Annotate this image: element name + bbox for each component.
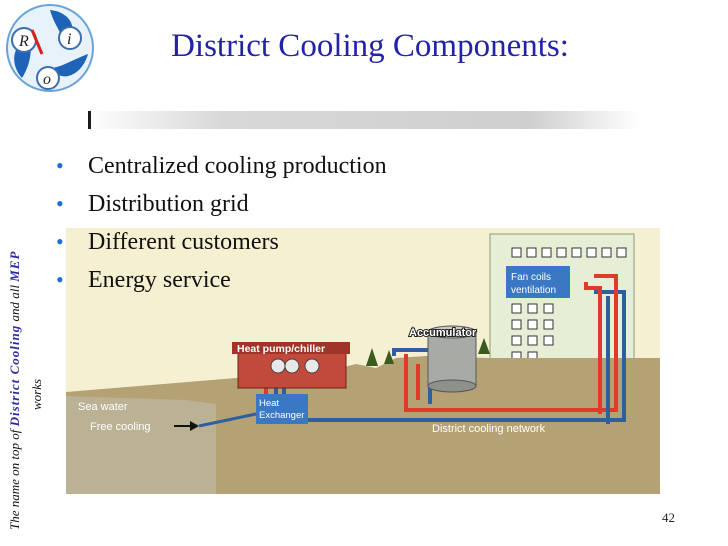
ground	[66, 356, 660, 494]
logo-letter-o: o	[43, 71, 51, 88]
bullet-text: Centralized cooling production	[88, 153, 387, 179]
side-caption: The name on top of District Cooling and …	[4, 130, 48, 530]
logo-letter-i: i	[67, 31, 71, 48]
logo-letter-r: R	[18, 33, 29, 50]
trees	[366, 338, 490, 366]
free-cooling-label: Free cooling	[90, 421, 151, 433]
bullet-dot: •	[56, 153, 64, 178]
title-rule	[86, 111, 641, 129]
compressor-2	[284, 358, 300, 374]
bullet-text: Distribution grid	[88, 191, 249, 217]
bullet-text: Energy service	[88, 267, 231, 293]
accumulator-top	[427, 325, 477, 339]
bullet-list: • Centralized cooling production • Distrib…	[56, 150, 387, 302]
side-caption-middle: and all	[7, 281, 22, 325]
side-caption-district-cooling: District Cooling	[7, 324, 22, 427]
fan-coils-label-1: Fan coils	[511, 272, 551, 283]
sea-water-label: Sea water	[78, 401, 128, 413]
compressor-1	[270, 358, 286, 374]
accumulator-tank	[427, 331, 477, 387]
bullet-item: • Energy service	[56, 264, 387, 302]
heat-pump-label: Heat pump/chiller	[237, 343, 325, 355]
bullet-item: • Different customers	[56, 226, 387, 264]
accumulator-base	[427, 379, 477, 393]
supply-riser	[584, 282, 602, 414]
heat-pump-roof	[232, 342, 350, 354]
free-cooling-arrow	[174, 421, 199, 431]
heat-exchanger-label-1: Heat	[259, 398, 279, 409]
accumulator-label: Accumulator	[409, 327, 477, 339]
building-windows	[511, 247, 627, 362]
bullet-text: Different customers	[88, 229, 279, 255]
bullet-item: • Centralized cooling production	[56, 150, 387, 188]
fan-coils-box	[506, 266, 570, 298]
bullet-dot: •	[56, 191, 64, 216]
bullet-dot: •	[56, 229, 64, 254]
rio-logo: R i o	[6, 4, 94, 92]
bullet-item: • Distribution grid	[56, 188, 387, 226]
side-caption-mep: MEP	[7, 250, 22, 282]
district-cooling-diagram: Fan coils ventilation Accumulator Heat p…	[66, 228, 660, 494]
heat-exchanger-box	[256, 394, 308, 424]
supply-pipe-main	[404, 274, 618, 412]
page-number: 42	[662, 510, 675, 525]
heat-exchanger-label-2: Exchanger	[259, 410, 304, 421]
bullet-dot: •	[56, 267, 64, 292]
sea-water-area	[66, 396, 216, 494]
side-caption-works: works	[29, 378, 44, 410]
compressor-3	[304, 358, 320, 374]
slide-title: District Cooling Components:	[171, 28, 569, 64]
network-label: District cooling network	[432, 423, 546, 435]
sea-intake-pipe	[198, 412, 257, 428]
side-caption-prefix: The name on top of	[7, 426, 22, 530]
fan-coils-label-2: ventilation	[511, 285, 556, 296]
